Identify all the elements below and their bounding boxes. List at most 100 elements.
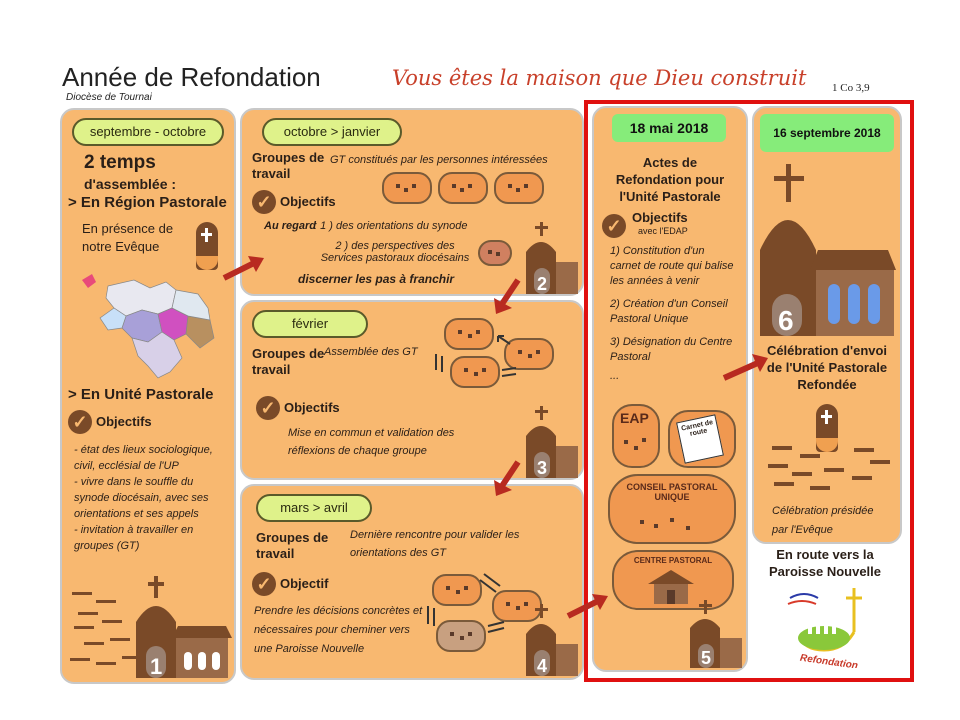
eap-label: EAP [620,410,649,426]
objectifs-label: Objectifs [96,414,152,429]
region-label: > En Région Pastorale [68,194,227,211]
panel-col2b: février Groupes de travail Assemblée des… [240,300,584,480]
objectifs-check-icon: ✓ [252,572,276,596]
objectif-label: Objectif [280,576,329,591]
heading-assemblee: d'assemblée : [84,176,177,192]
group-blob [438,172,488,204]
group-blob [436,620,486,652]
flow-arrow [494,278,521,314]
flow-arrow [494,460,521,496]
group-blob [504,338,554,370]
objectifs-label: Objectifs [284,400,340,415]
carnet-label: Carnet de route [680,419,714,438]
refondation-logo: Refondation [787,588,862,668]
conseil-blob: CONSEIL PASTORAL UNIQUE [608,474,736,544]
service-blob [478,240,512,266]
centre-blob: CENTRE PASTORAL [612,550,734,610]
heading-temps: 2 temps [84,152,156,173]
unite-label: > En Unité Pastorale [68,386,214,403]
bullet-list: - état des lieux sociologique, civil, ec… [74,442,230,554]
regard-item-1: : 1 ) des orientations du synode [314,220,468,232]
carnet-doc-icon: Carnet de route [676,414,724,464]
celebration-text: Célébration d'envoi de l'Unité Pastorale… [766,343,888,392]
regard-label: Au regard [264,220,316,232]
crowd-icon [768,446,890,490]
group-blob [450,356,500,388]
list-item: 1) Constitution d'un carnet de route qui… [610,245,734,287]
step-number: 5 [701,648,711,668]
panel-col3: 18 mai 2018 Actes de Refondation pour l'… [592,106,748,672]
objectifs-label: Objectifs [632,210,688,225]
gt-description: GT constitués par les personnes intéress… [330,154,548,166]
panel-col4: 16 septembre 2018 6 Célébration d'envoi … [752,106,902,544]
logo-text: Refondation [799,653,858,668]
meeting-text: Dernière rencontre pour valider les orie… [350,529,520,559]
col3-items: 1) Constitution d'un carnet de route qui… [610,244,736,384]
panel-col2a: octobre > janvier Groupes de travail GT … [240,108,584,296]
flow-arrow [222,256,264,281]
assembly-text: Assemblée des GT [324,346,418,358]
period-pill: février [252,310,368,338]
objectifs-check-icon: ✓ [68,410,92,434]
flow-arrow [566,594,608,619]
objectif-text: Prendre les décisions concrètes et néces… [254,605,423,655]
diocese-map-icon [82,274,215,379]
quote-reference: 1 Co 3,9 [832,82,870,94]
col3-title: Actes de Refondation pour l'Unité Pastor… [615,155,725,204]
page-title: Année de Refondation [62,62,321,92]
date-pill: 16 septembre 2018 [760,114,894,152]
flow-arrow [722,354,768,381]
step-number: 4 [537,656,547,676]
groups-label: Groupes de travail [256,530,329,561]
objectifs-check-icon: ✓ [602,214,626,238]
presided-text: Célébration présidée par l'Evêque [772,505,874,536]
panel-col2c: mars > avril Groupes de travail Dernière… [240,484,584,680]
eap-blob: EAP [612,404,660,468]
bullet-item: - invitation à travailler en groupes (GT… [74,524,194,552]
church-icon: 1 [70,576,232,679]
period-pill: octobre > janvier [262,118,402,146]
route-text: En route vers la Paroisse Nouvelle [769,547,881,579]
page-subtitle: Diocèse de Tournai [66,92,152,103]
step-number: 3 [537,458,547,478]
discern-text: discerner les pas à franchir [298,272,455,286]
exchange-arrows-icon [435,335,517,377]
conseil-label: CONSEIL PASTORAL UNIQUE [626,482,718,502]
objectifs-check-icon: ✓ [252,190,276,214]
bullet-item: - état des lieux sociologique, civil, ec… [74,444,213,472]
church-icon: 6 [760,164,896,336]
church-icon: 2 [526,222,578,294]
list-item: 3) Désignation du Centre Pastoral [610,336,733,363]
regard-item-2: 2 ) des perspectives des Services pastor… [320,240,470,264]
centre-label: CENTRE PASTORAL [633,556,713,565]
period-pill: septembre - octobre [72,118,224,146]
bishop-icon [196,222,218,270]
avec-label: avec l'EDAP [638,226,688,236]
group-blob [494,172,544,204]
groups-label: Groupes de travail [252,346,325,377]
exchange-arrows-icon [427,573,505,633]
presence-text: En présence de notre Evêque [82,221,174,254]
group-blob [382,172,432,204]
list-item: 2) Création d'un Conseil Pastoral Unique [610,298,728,325]
step-number: 1 [150,654,162,679]
panel-col1: septembre - octobre 2 temps d'assemblée … [60,108,236,684]
objectifs-label: Objectifs [280,194,336,209]
date-pill: 18 mai 2018 [612,114,726,142]
list-item: ... [610,370,620,382]
step-number: 6 [778,305,794,336]
quote: Vous êtes la maison que Dieu construit [392,66,807,90]
church-icon: 3 [526,406,578,478]
objectifs-text: Mise en commun et validation des réflexi… [288,427,455,457]
group-blob [444,318,494,350]
groups-label: Groupes de travail [252,150,325,181]
highlight-frame [584,100,914,682]
step-number: 2 [537,274,547,294]
objectifs-check-icon: ✓ [256,396,280,420]
group-blob [432,574,482,606]
bishop-icon [816,404,838,452]
church-icon: 4 [526,604,578,676]
period-pill: mars > avril [256,494,372,522]
bullet-item: - vivre dans le souffle du synode diocés… [74,476,209,520]
carnet-blob: Carnet de route [668,410,736,468]
